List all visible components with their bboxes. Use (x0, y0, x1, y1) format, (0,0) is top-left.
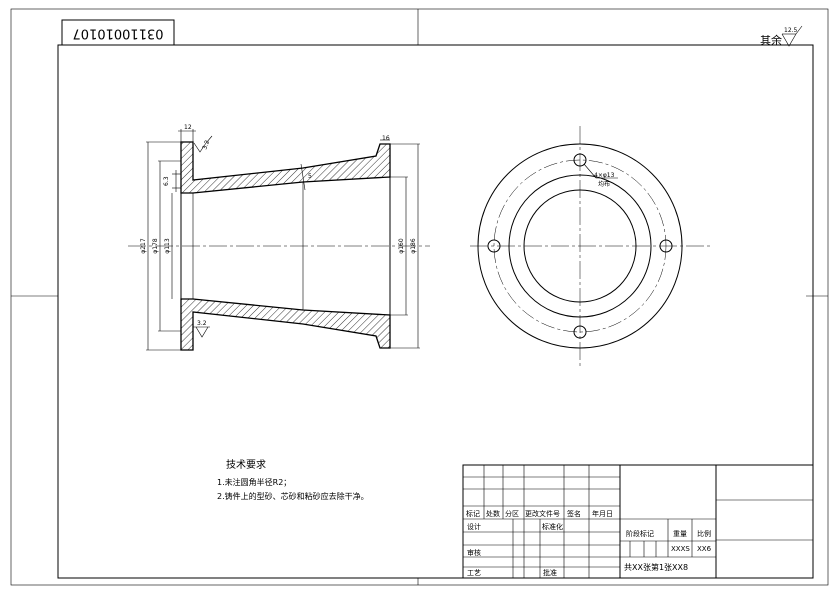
bolt-hole-left (487, 239, 501, 253)
section-view: 12 3.2 6.3 5 16 φ217 φ178 φ113 φ160 (128, 124, 430, 351)
dim-phi-outer: φ217 (140, 238, 147, 254)
dim-bottom-roughness: 3.2 (197, 320, 207, 327)
dim-phi-right-inner: φ160 (398, 238, 405, 254)
drawing-number-box: 03110010107 (61, 19, 175, 46)
dim-flange-roughness: 3.2 (201, 139, 211, 151)
drawing-number: 03110010107 (73, 26, 164, 41)
dim-right-flange: 16 (382, 135, 390, 142)
row-review: 审核 (467, 548, 481, 557)
rev-header-0: 标记 (466, 509, 480, 518)
outer-border (10, 8, 829, 586)
end-view: 4×φ13 均布 (470, 126, 710, 366)
surface-finish-value: 12.5 (784, 27, 798, 34)
scale-value: XX6 (697, 545, 712, 553)
stage-label: 阶段标记 (626, 529, 654, 538)
surface-finish-label: 其余 (760, 33, 782, 47)
rev-header-1: 处数 (486, 509, 500, 518)
surface-finish-note: 其余 12.5 (760, 25, 803, 47)
row-design: 设计 (467, 522, 481, 531)
hole-callout-2: 均布 (598, 180, 610, 188)
rev-header-3: 更改文件号 (525, 509, 560, 518)
section-bottom (180, 298, 391, 351)
rev-header-5: 年月日 (592, 509, 613, 518)
rev-header-2: 分区 (505, 509, 519, 518)
tech-item-1: 1.未注圆角半径R2； (217, 477, 291, 487)
row-approve: 批准 (543, 568, 557, 577)
weight-value: XXXS (671, 545, 690, 553)
sheet-text: 共XX张第1张XX8 (624, 562, 688, 572)
tech-heading: 技术要求 (226, 458, 266, 471)
bore-circle-inner (523, 189, 637, 303)
bolt-hole-top (573, 153, 587, 167)
dim-phi-bore-left: φ178 (152, 238, 159, 254)
dim-step-small: 6.3 (163, 176, 170, 186)
hole-callout-1: 4×φ13 (594, 172, 615, 179)
scale-label: 比例 (697, 529, 711, 538)
row-standard: 标准化 (542, 522, 563, 531)
inner-border (57, 44, 814, 579)
bolt-hole-right (659, 239, 673, 253)
dim-phi-right-outer: φ186 (410, 238, 417, 254)
bolt-circle (493, 159, 667, 333)
dim-wall-angle: 5 (308, 173, 312, 180)
bore-circle-outer (508, 174, 652, 318)
outer-circle (477, 143, 683, 349)
weight-label: 重量 (673, 530, 687, 538)
tech-item-2: 2.铸件上的型砂、芯砂和粘砂应去除干净。 (217, 491, 369, 501)
rev-header-4: 签名 (567, 509, 581, 518)
tech-requirements: 技术要求 1.未注圆角半径R2； 2.铸件上的型砂、芯砂和粘砂应去除干净。 (217, 458, 369, 501)
row-process: 工艺 (467, 569, 481, 577)
dim-phi-bore-mid: φ113 (164, 238, 171, 254)
title-block: 标记 处数 分区 更改文件号 签名 年月日 设计 标准化 审核 工艺 批准 阶段… (462, 464, 814, 579)
dim-flange-thickness: 12 (184, 124, 192, 131)
bolt-hole-bottom (573, 325, 587, 339)
section-top (180, 141, 391, 194)
